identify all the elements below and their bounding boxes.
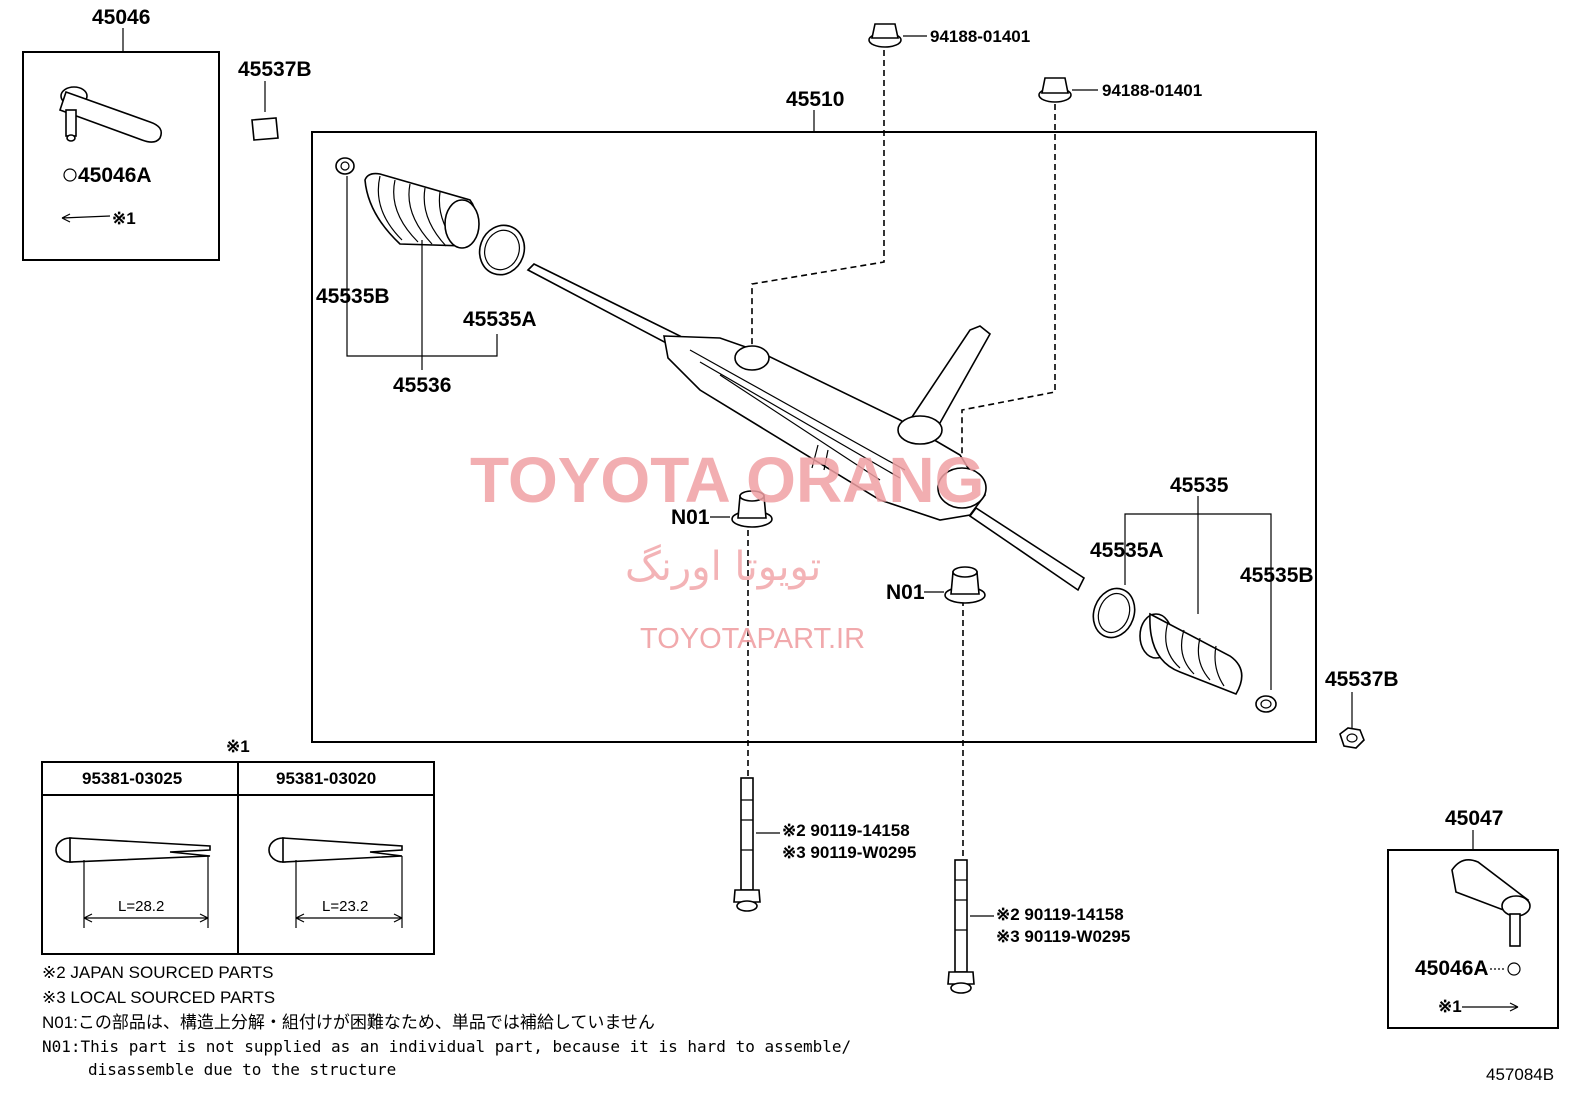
label-45535A-rh[interactable]: 45535A bbox=[1090, 539, 1164, 562]
tie-rod-end-rh-group: 45047 45046A ※1 bbox=[1387, 807, 1559, 1029]
bellows-boot-lh-icon bbox=[364, 172, 480, 249]
watermark-line1: TOYOTA ORANG bbox=[470, 444, 984, 516]
tie-rod-end-rh-box bbox=[1387, 849, 1559, 1029]
label-N01-1[interactable]: N01 bbox=[671, 506, 710, 529]
note-local-sourced: ※3 LOCAL SOURCED PARTS bbox=[42, 988, 275, 1007]
notes: ※2 JAPAN SOURCED PARTS ※3 LOCAL SOURCED … bbox=[42, 963, 851, 1079]
cotter-pin-table: ※1 95381-03025 95381-03020 L=28.2 L=23.2 bbox=[41, 737, 435, 955]
bellows-boot-rh-icon bbox=[1139, 612, 1243, 695]
table-ref-1: ※1 bbox=[226, 737, 250, 756]
label-45510[interactable]: 45510 bbox=[786, 88, 844, 111]
label-45535B-lh[interactable]: 45535B bbox=[316, 285, 390, 308]
cotter-pin-short-icon bbox=[268, 837, 403, 928]
ref-1-rh: ※1 bbox=[1438, 997, 1462, 1016]
dashed-leaders bbox=[747, 50, 1056, 860]
label-bolt1-line1[interactable]: ※2 90119-14158 bbox=[782, 821, 910, 840]
steering-rack-icon bbox=[526, 263, 1086, 592]
label-N01-2[interactable]: N01 bbox=[886, 581, 925, 604]
diagram-id: 457084B bbox=[1486, 1065, 1554, 1084]
label-bolt2-line2[interactable]: ※3 90119-W0295 bbox=[996, 927, 1130, 946]
bushing-1-icon bbox=[731, 490, 773, 528]
bushing-n01-1-group: N01 bbox=[671, 490, 773, 529]
table-col1-length: L=28.2 bbox=[118, 898, 164, 915]
label-94188-01401-2[interactable]: 94188-01401 bbox=[1102, 81, 1202, 100]
note-n01-english-2: disassemble due to the structure bbox=[88, 1060, 396, 1079]
nut-45537b-lh-group: 45537B bbox=[238, 58, 312, 141]
boot-set-rh-group: 45535 45535A 45535B bbox=[1090, 474, 1314, 713]
flange-nut-2-icon bbox=[1038, 77, 1072, 103]
boot-clamp-lh-icon bbox=[478, 224, 526, 276]
label-45537B-lh[interactable]: 45537B bbox=[238, 58, 312, 81]
bolt-2-group: ※2 90119-14158 ※3 90119-W0295 bbox=[947, 859, 1130, 994]
label-94188-01401-1[interactable]: 94188-01401 bbox=[930, 27, 1030, 46]
note-japan-sourced: ※2 JAPAN SOURCED PARTS bbox=[42, 963, 274, 982]
boot-set-lh-group: 45535B 45535A 45536 bbox=[316, 157, 537, 397]
nut-lh-icon bbox=[251, 117, 279, 141]
note-n01-english-1: N01:This part is not supplied as an indi… bbox=[42, 1037, 851, 1056]
label-45536[interactable]: 45536 bbox=[393, 374, 451, 397]
watermark-line2: تویوتا اورنگ bbox=[625, 544, 821, 590]
nut-94188-2-group: 94188-01401 bbox=[1038, 77, 1202, 103]
table-col2-length: L=23.2 bbox=[322, 898, 368, 915]
label-bolt2-line1[interactable]: ※2 90119-14158 bbox=[996, 905, 1124, 924]
nut-rh-icon bbox=[1339, 727, 1365, 749]
cotter-pin-rh-icon bbox=[1462, 1002, 1519, 1012]
label-45046A-rh[interactable]: 45046A bbox=[1415, 957, 1489, 980]
label-45046[interactable]: 45046 bbox=[92, 6, 150, 29]
label-45047[interactable]: 45047 bbox=[1445, 807, 1503, 830]
bolt-1-icon bbox=[733, 777, 761, 912]
boot-clamp-rh-icon bbox=[1092, 587, 1136, 639]
label-45535A-lh[interactable]: 45535A bbox=[463, 308, 537, 331]
tie-rod-end-lh-icon bbox=[58, 86, 163, 143]
flange-nut-1-icon bbox=[868, 23, 902, 48]
watermark-line3: TOYOTAPART.IR bbox=[640, 623, 865, 655]
label-45535B-rh[interactable]: 45535B bbox=[1240, 564, 1314, 587]
tie-rod-end-lh-group: 45046 45046A ※1 bbox=[22, 6, 220, 261]
tie-rod-end-lh-box bbox=[22, 51, 220, 261]
label-45535[interactable]: 45535 bbox=[1170, 474, 1229, 497]
bolt-2-icon bbox=[947, 859, 975, 994]
bolt-1-group: ※2 90119-14158 ※3 90119-W0295 bbox=[733, 777, 916, 912]
boot-clip-rh-icon bbox=[1255, 695, 1277, 713]
watermark: TOYOTA ORANG تویوتا اورنگ TOYOTAPART.IR bbox=[470, 444, 984, 655]
cotter-nut-rh-icon bbox=[1507, 962, 1521, 976]
bushing-n01-2-group: N01 bbox=[886, 566, 986, 604]
cotter-pin-lh-icon bbox=[61, 213, 111, 223]
note-n01-japanese: N01:この部品は、構造上分解・組付けが困難なため、単品では補給していません bbox=[42, 1013, 655, 1032]
rack-assy-box bbox=[311, 131, 1317, 743]
label-45046A-lh[interactable]: 45046A bbox=[78, 164, 152, 187]
label-bolt1-line2[interactable]: ※3 90119-W0295 bbox=[782, 843, 916, 862]
cotter-pin-long-icon bbox=[55, 837, 211, 928]
bushing-2-icon bbox=[944, 566, 986, 604]
table-col2-part[interactable]: 95381-03020 bbox=[276, 769, 376, 788]
nut-94188-1-group: 94188-01401 bbox=[868, 23, 1030, 48]
nut-45537b-rh-group: 45537B bbox=[1325, 668, 1399, 749]
ref-1-lh: ※1 bbox=[112, 209, 136, 228]
table-col1-part[interactable]: 95381-03025 bbox=[82, 769, 182, 788]
tie-rod-end-rh-icon bbox=[1451, 859, 1531, 947]
cotter-nut-lh-icon bbox=[63, 168, 77, 182]
label-45537B-rh[interactable]: 45537B bbox=[1325, 668, 1399, 691]
boot-clip-lh-icon bbox=[335, 157, 355, 175]
